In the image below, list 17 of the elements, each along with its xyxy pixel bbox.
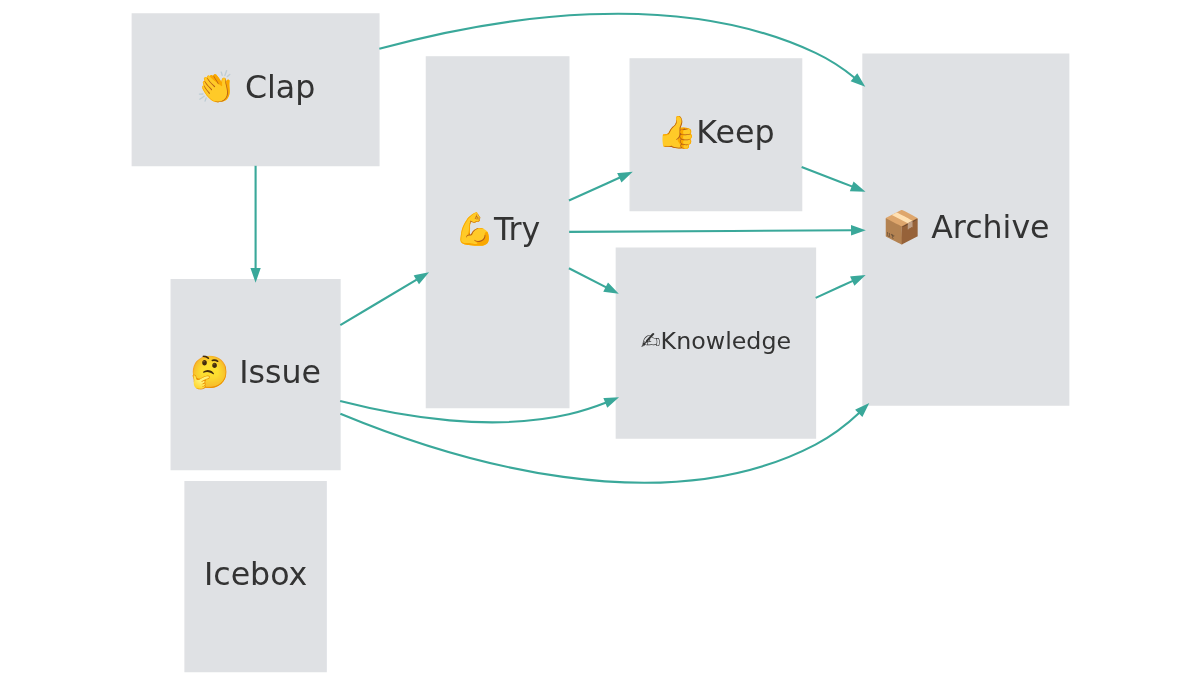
arrow	[339, 397, 619, 424]
arrow	[568, 225, 866, 236]
node-box: ✍Knowledge	[615, 247, 816, 439]
arrow	[339, 272, 429, 326]
arrow	[800, 166, 866, 192]
arrow	[814, 275, 866, 299]
arrow	[567, 267, 619, 294]
node-box: 📦 Archive	[861, 53, 1069, 406]
node-box: Icebox	[183, 480, 327, 673]
arrow	[378, 12, 865, 87]
node-box: 👏 Clap	[131, 13, 380, 167]
arrow	[249, 165, 261, 283]
node-box: 👍Keep	[629, 58, 802, 212]
arrow	[339, 403, 869, 484]
node-box: 🤔 Issue	[170, 279, 341, 471]
arrow	[568, 171, 633, 202]
node-box: 💪Try	[425, 56, 569, 409]
